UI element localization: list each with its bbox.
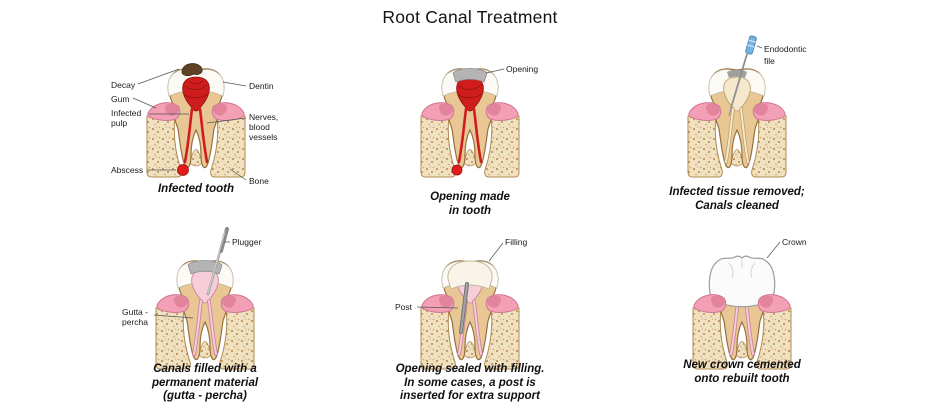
panel-opening-sealed: Filling Post Opening sealed with filling… [345, 212, 595, 417]
panel-new-crown: Crown New crown cemented onto rebuilt to… [617, 212, 867, 417]
svg-text:Bone: Bone [249, 176, 269, 186]
opening-shape [452, 68, 488, 83]
label-decay: Decay [111, 68, 180, 90]
label-dentin: Dentin [222, 81, 274, 91]
svg-text:Opening: Opening [506, 64, 538, 74]
panel-caption: Infected tooth [157, 183, 235, 195]
label-post: Post [395, 302, 459, 312]
abscess-shape [177, 164, 189, 176]
filled-tooth-illustration: Plugger Gutta - percha [122, 227, 261, 370]
sealed-tooth-illustration: Filling Post [395, 237, 527, 370]
svg-text:file: file [764, 56, 775, 66]
label-opening: Opening [485, 64, 538, 74]
label-gum: Gum [111, 94, 157, 109]
infected-tooth-illustration: Decay Gum Infected pulp Abscess Dentin N… [111, 63, 278, 186]
svg-text:Post: Post [395, 302, 413, 312]
crown-tooth-illustration: Crown [692, 237, 807, 370]
svg-text:percha: percha [122, 317, 148, 327]
svg-text:Infected: Infected [111, 108, 142, 118]
panel-infected-tooth: Decay Gum Infected pulp Abscess Dentin N… [71, 20, 321, 225]
panel-canals-cleaned: Endodontic file Infected tissue removed;… [612, 20, 862, 225]
infected-pulp-shape [456, 76, 484, 164]
panel-opening-made: Opening Opening made in tooth [345, 20, 595, 225]
label-crown: Crown [766, 237, 807, 259]
plugger-icon [206, 227, 229, 296]
svg-text:blood: blood [249, 122, 270, 132]
svg-text:Dentin: Dentin [249, 81, 274, 91]
svg-text:Gum: Gum [111, 94, 129, 104]
infected-pulp-shape [182, 76, 210, 164]
panel-caption: Canals filled with a permanent material … [151, 363, 259, 402]
cleaned-tooth-illustration: Endodontic file [687, 35, 807, 178]
filling-shape [447, 260, 493, 290]
svg-text:Crown: Crown [782, 237, 807, 247]
svg-text:Endodontic: Endodontic [764, 44, 807, 54]
svg-text:Plugger: Plugger [232, 237, 261, 247]
panel-caption: Opening made in tooth [430, 191, 510, 217]
post-icon [459, 282, 469, 334]
label-gutta-percha: Gutta - percha [122, 307, 194, 327]
svg-text:Nerves,: Nerves, [249, 112, 278, 122]
svg-text:Filling: Filling [505, 237, 527, 247]
label-nerves: Nerves, blood vessels [206, 112, 278, 142]
opening-tooth-illustration: Opening [420, 64, 538, 178]
label-endodontic-file: Endodontic file [756, 44, 807, 66]
label-infected-pulp: Infected pulp [111, 108, 189, 128]
svg-text:vessels: vessels [249, 132, 277, 142]
svg-text:Abscess: Abscess [111, 165, 143, 175]
panel-caption: Opening sealed with filling. In some cas… [395, 363, 545, 402]
label-plugger: Plugger [224, 237, 261, 247]
endodontic-file-icon [728, 35, 757, 117]
label-abscess: Abscess [111, 165, 176, 175]
label-filling: Filling [488, 237, 527, 262]
panel-canals-filled: Plugger Gutta - percha Canals filled wit… [80, 212, 330, 417]
label-bone: Bone [229, 168, 269, 186]
panel-caption: Infected tissue removed; Canals cleaned [669, 186, 805, 212]
abscess-shape [451, 164, 463, 176]
page-title: Root Canal Treatment [382, 7, 558, 27]
svg-text:Decay: Decay [111, 80, 136, 90]
decay-shape [181, 63, 203, 77]
panel-caption: New crown cemented onto rebuilt tooth [683, 359, 801, 385]
svg-text:Gutta -: Gutta - [122, 307, 148, 317]
svg-text:pulp: pulp [111, 118, 127, 128]
